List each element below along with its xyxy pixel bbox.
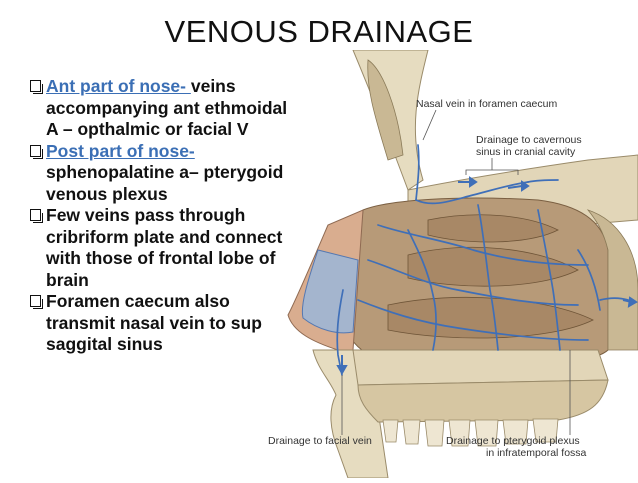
checkbox-bullet-icon [30, 80, 43, 94]
bullet-text: Foramen caecum also transmit nasal vein … [46, 291, 262, 354]
drainage-arrows [336, 176, 638, 376]
nasal-venous-drainage-illustration: Nasal vein in foramen caecum Drainage to… [258, 49, 638, 479]
bullet-text: Few veins pass through cribriform plate … [46, 205, 283, 290]
checkbox-bullet-icon [30, 209, 43, 223]
label-cavernous-line1: Drainage to cavernous [476, 134, 582, 146]
teeth [382, 418, 559, 447]
slide-title: VENOUS DRAINAGE [164, 14, 474, 49]
superior-turbinate [427, 214, 559, 243]
label-nasal-vein: Nasal vein in foramen caecum [416, 98, 558, 110]
bullet-anterior-nose: Ant part of nose- veins accompanying ant… [30, 76, 290, 141]
nasal-vestibule [301, 249, 359, 334]
bullet-highlight: Post part of nose- [46, 140, 195, 161]
bullet-list: Ant part of nose- veins accompanying ant… [30, 76, 290, 356]
checkbox-bullet-icon [30, 295, 43, 309]
bullet-highlight: Ant part of nose- [46, 76, 191, 96]
bullet-posterior-nose: Post part of nose- sphenopalatine a– pte… [30, 141, 290, 206]
label-pterygoid-line2: in infratemporal fossa [486, 447, 587, 459]
anatomy-svg [287, 49, 638, 479]
label-cavernous-line2: sinus in cranial cavity [476, 146, 576, 158]
bullet-foramen-caecum: Foramen caecum also transmit nasal vein … [30, 291, 290, 356]
frontal-sinus [367, 59, 404, 161]
label-facial-vein: Drainage to facial vein [268, 435, 372, 447]
sphenoid-region [586, 209, 638, 351]
bullet-text: veins accompanying ant ethmoidal A – opt… [46, 76, 288, 139]
maxilla [357, 379, 609, 423]
upper-lip [312, 349, 389, 479]
bullet-text: sphenopalatine a– pterygoid venous plexu… [46, 162, 284, 204]
leader-lines [341, 109, 571, 435]
inferior-turbinate [387, 296, 594, 339]
bullet-cribriform: Few veins pass through cribriform plate … [30, 205, 290, 291]
label-pterygoid-line1: Drainage to pterygoid plexus [446, 435, 580, 447]
checkbox-bullet-icon [30, 144, 43, 159]
